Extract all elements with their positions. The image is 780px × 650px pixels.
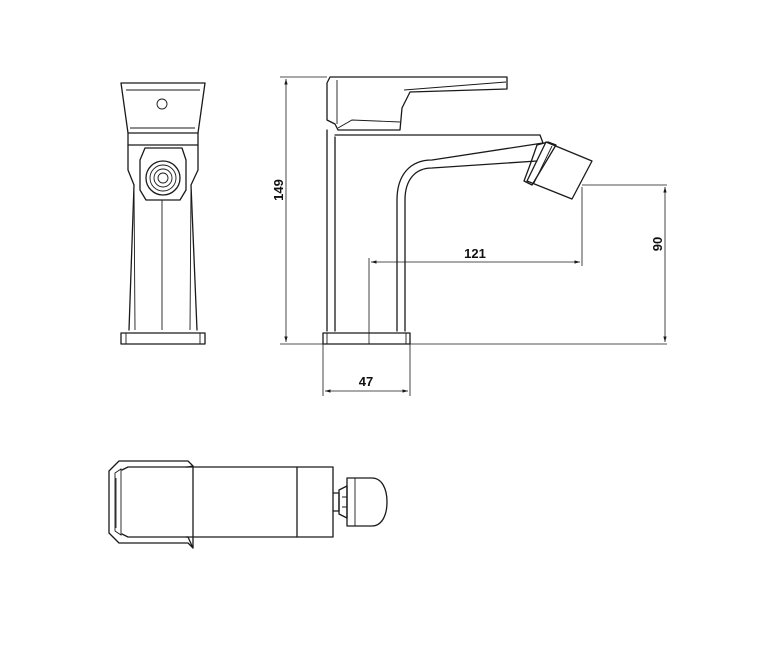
lever-handle — [326, 76, 508, 131]
top-handle-plate — [108, 460, 194, 549]
dim-label-spout-reach: 121 — [464, 246, 486, 261]
dimension-lines: 149 90 121 47 — [271, 76, 667, 396]
top-plan-view — [108, 460, 388, 549]
front-elevation — [322, 76, 593, 345]
side-base — [120, 332, 206, 345]
side-body — [127, 144, 199, 331]
spout — [334, 134, 544, 332]
side-handle-screw — [156, 98, 168, 110]
top-body — [185, 466, 298, 538]
faucet-body — [326, 129, 336, 332]
side-nozzle — [139, 147, 187, 201]
spout-nozzle — [523, 141, 593, 200]
dim-label-spout-height: 90 — [650, 237, 665, 251]
side-view-left — [120, 82, 206, 345]
top-nozzle — [332, 477, 388, 527]
side-handle-block — [120, 82, 206, 134]
dim-label-height-total: 149 — [271, 179, 286, 201]
dim-label-base-width: 47 — [359, 374, 373, 389]
faucet-base — [322, 332, 411, 345]
